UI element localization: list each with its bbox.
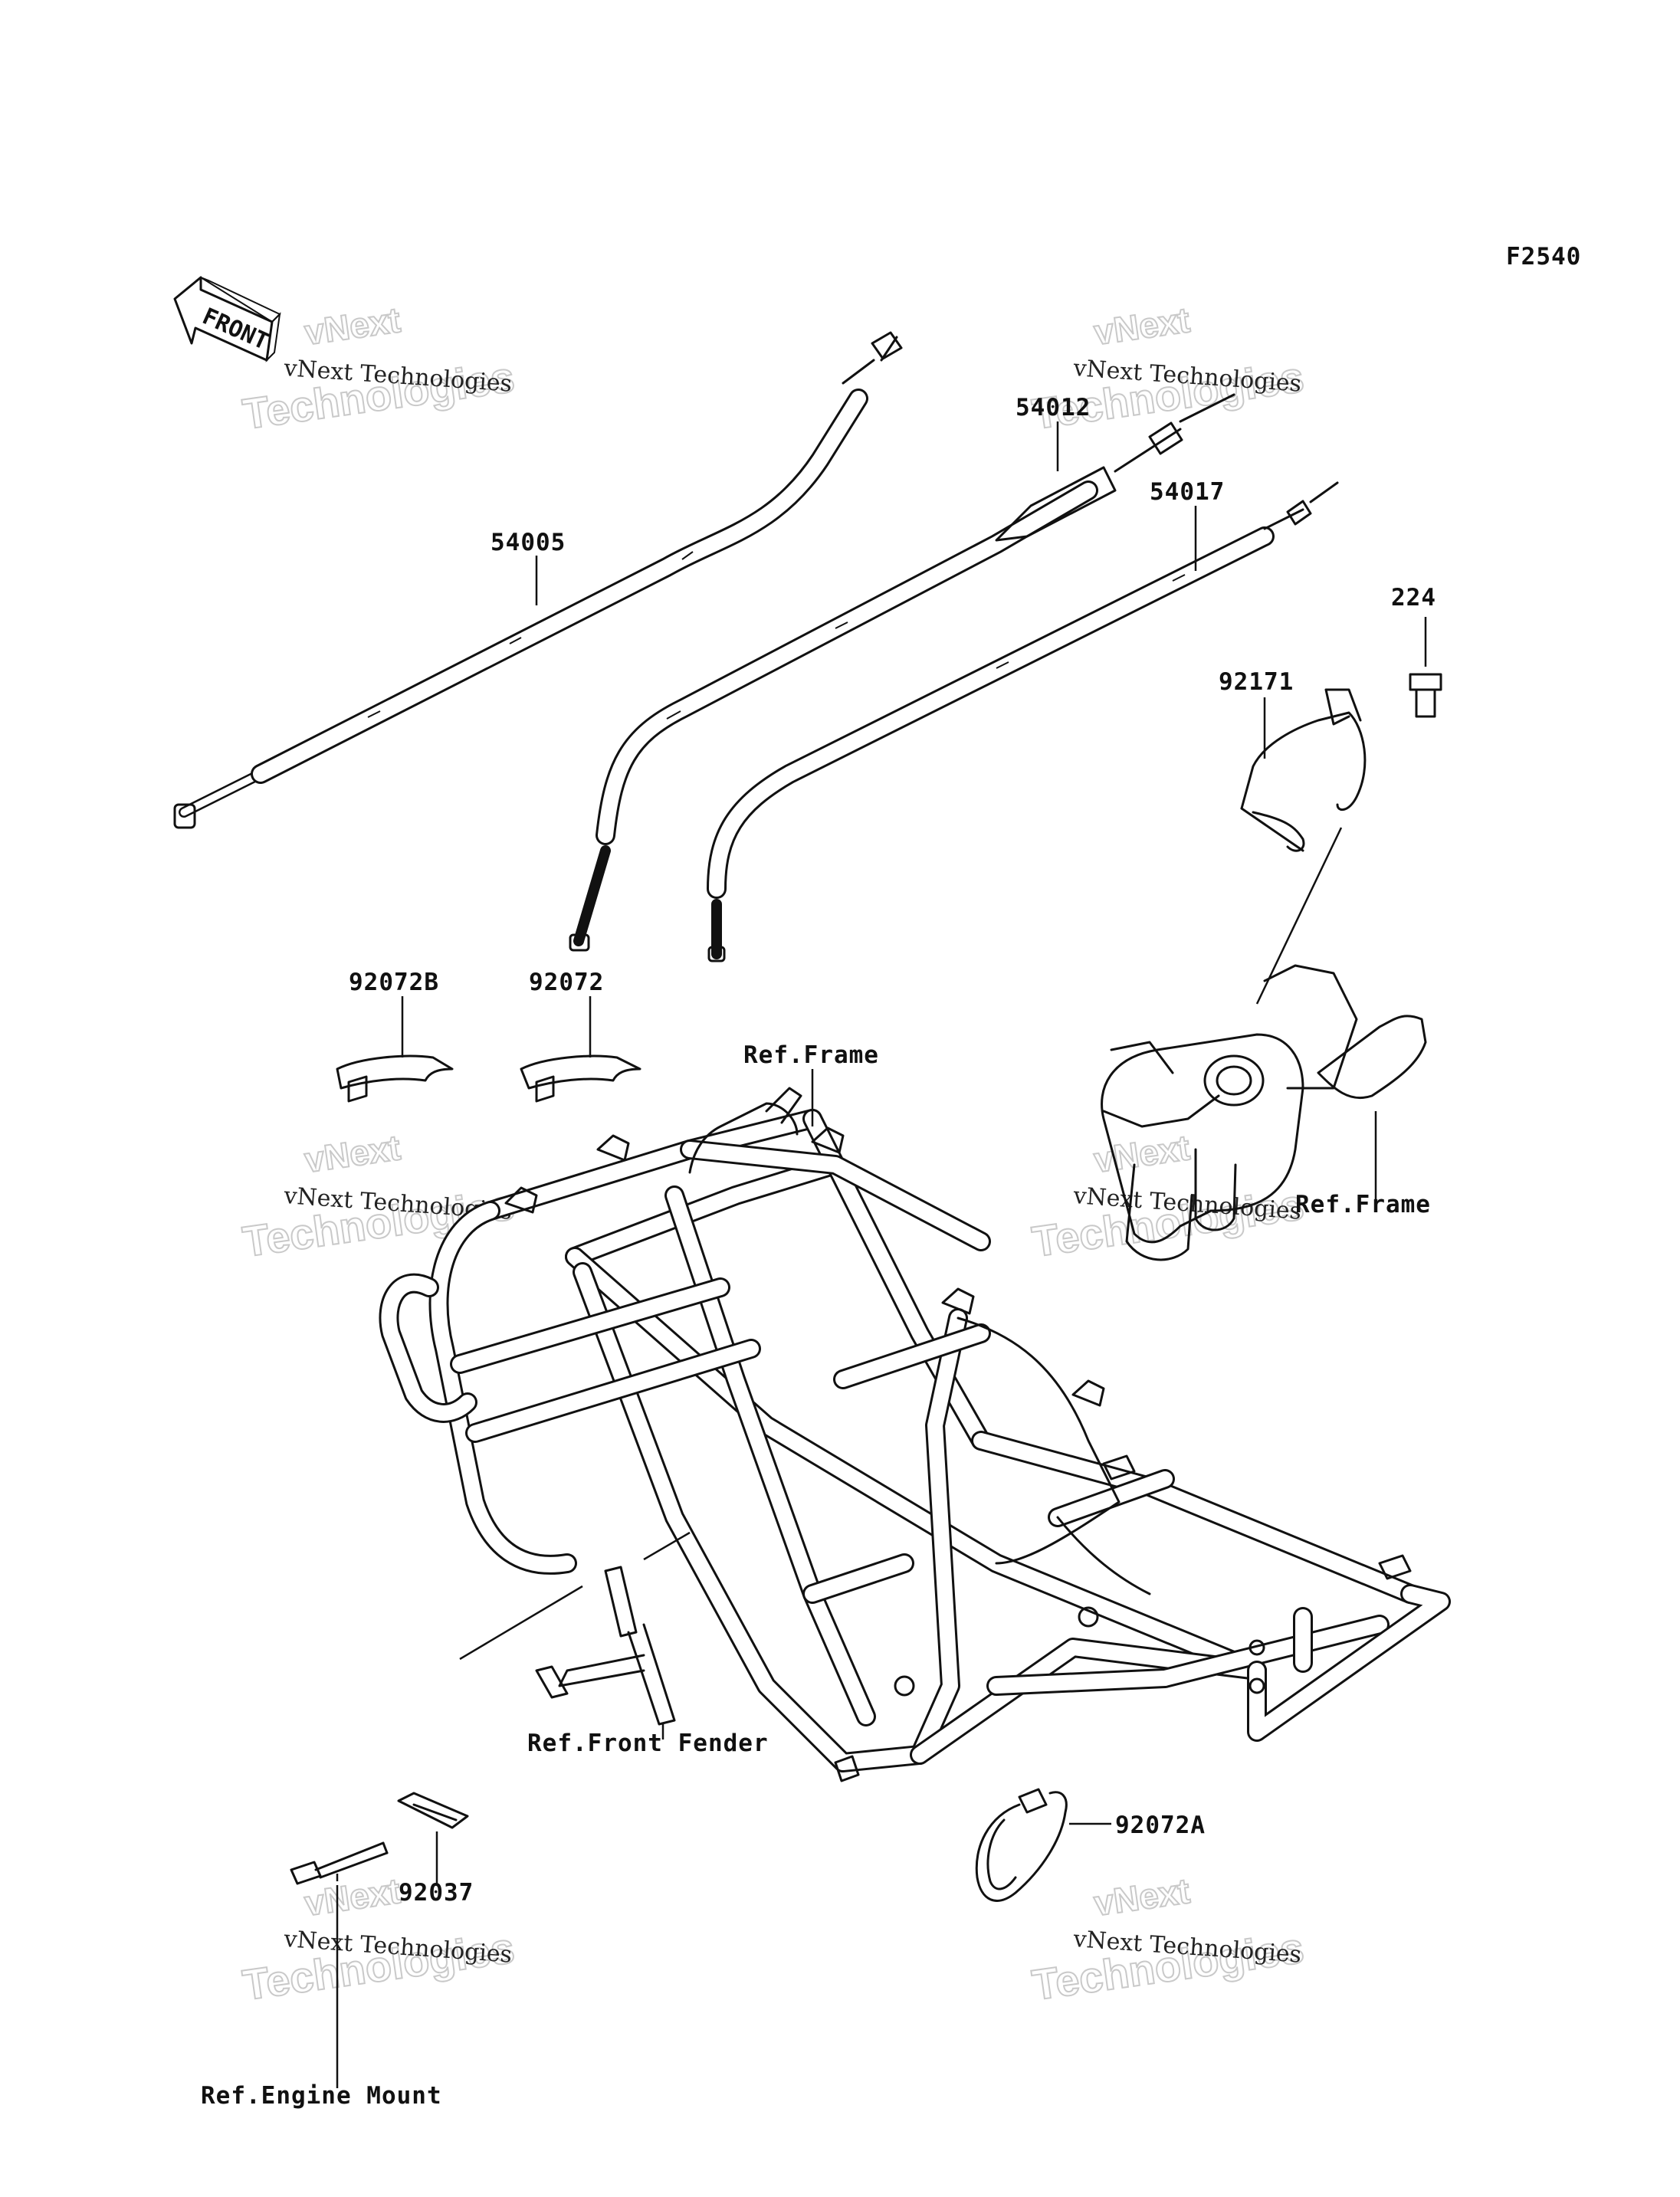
svg-text:vNext: vNext: [302, 1871, 402, 1923]
front-label: FRONT: [199, 303, 273, 356]
band-92072: [520, 1054, 641, 1103]
figure-code: F2540: [1506, 243, 1581, 271]
ref-frame-right-label: Ref.Frame: [1295, 1191, 1431, 1218]
band-92072B: [336, 1054, 454, 1103]
part-label-54017: 54017: [1150, 478, 1225, 506]
watermark-top-left: vNext Technologies vNext Technologies: [239, 299, 518, 439]
part-label-224: 224: [1391, 584, 1436, 612]
part-label-54012: 54012: [1016, 394, 1091, 421]
watermark-bottom-right: vNext Technologies vNext Technologies: [1029, 1870, 1308, 2010]
watermark-mid-left: vNext Technologies vNext Technologies: [239, 1126, 518, 1267]
part-label-92171: 92171: [1219, 668, 1294, 696]
svg-text:vNext: vNext: [302, 1127, 402, 1180]
bracket-92171: [1240, 688, 1367, 852]
watermark-mid-right: vNext Technologies vNext Technologies: [1029, 1126, 1308, 1267]
steering-bracket: [1101, 964, 1427, 1261]
band-92072A: [975, 1788, 1068, 1902]
part-label-92072: 92072: [529, 969, 604, 996]
leader-bolt-guide-2: [643, 1531, 691, 1561]
leader-bolt-guide: [459, 1585, 583, 1661]
bolt-224: [1409, 673, 1442, 718]
ref-frame-top-label: Ref.Frame: [743, 1041, 879, 1069]
part-label-92037: 92037: [399, 1879, 474, 1907]
engine-mount-bolt: [290, 1841, 389, 1885]
svg-text:vNext: vNext: [1091, 1127, 1192, 1180]
frame-assembly: [379, 1087, 1451, 1782]
ref-engine-mount-label: Ref.Engine Mount: [201, 2082, 442, 2110]
part-label-92072B: 92072B: [349, 969, 439, 996]
watermark-bottom-left: vNext Technologies vNext Technologies: [239, 1870, 518, 2010]
leader-92171-to-frame: [1255, 827, 1343, 1005]
cable-54005: [173, 331, 903, 829]
front-arrow-icon: FRONT: [173, 276, 281, 362]
ref-front-fender-label: Ref.Front Fender: [527, 1730, 769, 1757]
cable-54012: [569, 393, 1235, 952]
svg-text:vNext: vNext: [1091, 1871, 1192, 1923]
plate-92037: [397, 1792, 469, 1829]
part-label-54005: 54005: [491, 529, 566, 556]
cable-54017: [707, 481, 1339, 962]
front-fender-bracket: [535, 1566, 676, 1726]
svg-text:vNext: vNext: [302, 300, 402, 353]
part-label-92072A: 92072A: [1115, 1812, 1206, 1839]
svg-text:vNext: vNext: [1091, 300, 1192, 353]
